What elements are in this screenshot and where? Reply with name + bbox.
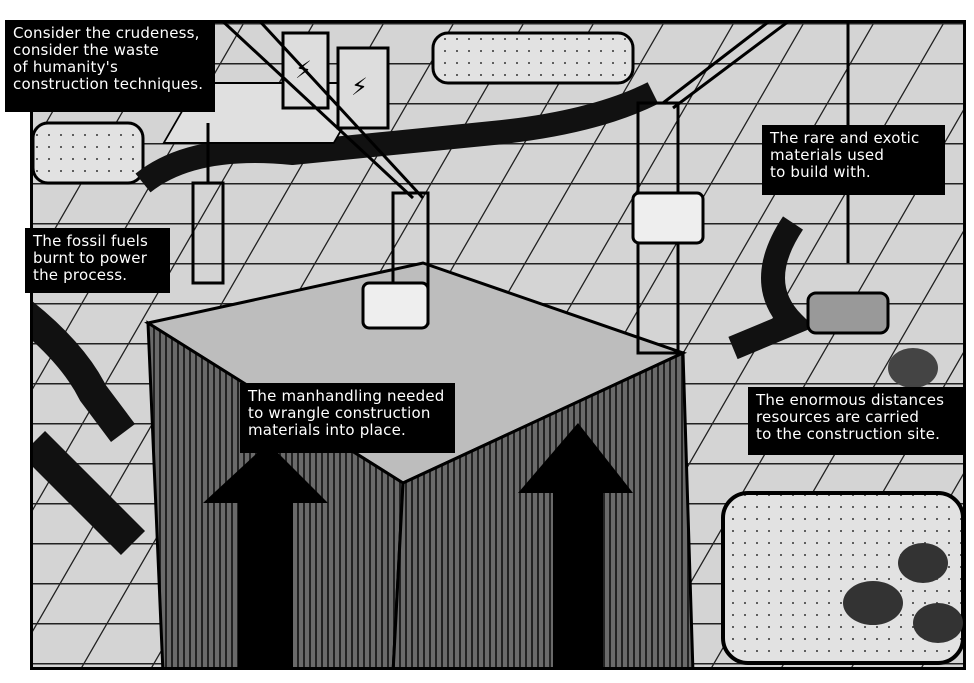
lightning-icon: ⚡ [351, 73, 368, 101]
crane [631, 23, 789, 355]
resource-mound [913, 603, 963, 643]
caption-fossil-fuels: The fossil fuels burnt to power the proc… [25, 228, 170, 293]
transport-road-arrow [33, 430, 146, 556]
transport-road-arrow [33, 301, 135, 442]
comic-panel: ⚡ ⚡ [30, 20, 966, 670]
quarry-pit [431, 31, 635, 85]
caption-rare-materials: The rare and exotic materials used to bu… [762, 125, 945, 195]
resource-mound [888, 348, 938, 388]
cooling-tower [281, 31, 330, 110]
resource-mound [898, 543, 948, 583]
construction-scene-illustration: ⚡ ⚡ [33, 23, 963, 667]
up-arrow [203, 443, 328, 667]
quarry-pit [721, 491, 963, 665]
quarry-pit [33, 121, 145, 185]
transport-road-arrow [135, 82, 659, 193]
caption-distances: The enormous distances resources are car… [748, 387, 965, 455]
building-right-facade [391, 350, 695, 667]
caption-manhandling: The manhandling needed to wrangle constr… [240, 383, 455, 453]
caption-crudeness: Consider the crudeness, consider the was… [5, 20, 215, 112]
crane [222, 23, 430, 330]
up-arrow [518, 423, 633, 667]
resource-mound [843, 581, 903, 625]
transport-road-arrow [728, 216, 815, 360]
